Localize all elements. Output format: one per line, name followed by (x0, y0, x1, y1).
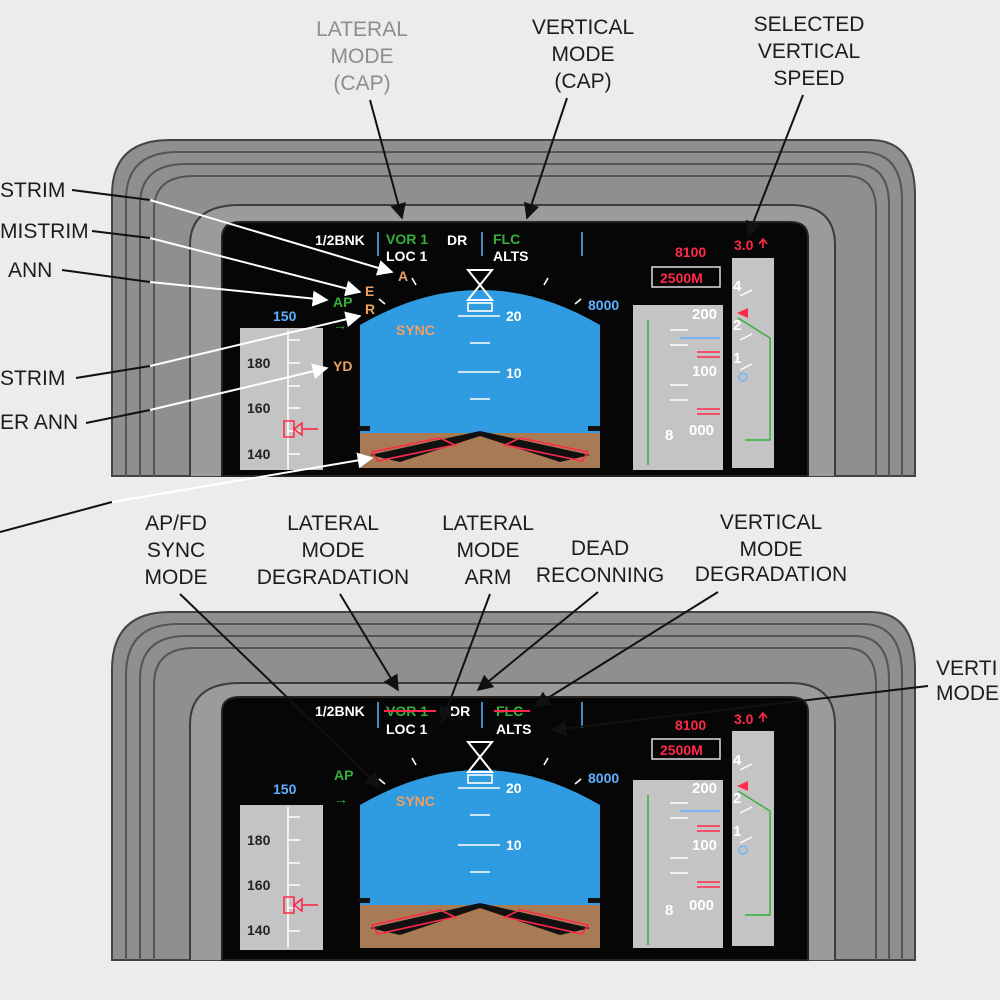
selected-vs-bug-icon (737, 781, 748, 791)
pitch-scale-label: 10 (506, 837, 522, 853)
autopilot-annunciation: AP (333, 294, 352, 310)
aileron-mistrim-annunciation: A (398, 268, 408, 284)
callout-lateral-mode-arm: LATERAL (442, 512, 534, 535)
altitude-tick-label: 000 (689, 897, 714, 914)
callout-ap-fd-sync-mode: AP/FD (145, 512, 207, 535)
altitude-tick-label: 000 (689, 422, 714, 439)
autopilot-annunciation: AP (334, 767, 353, 783)
callout-ap-fd-sync-mode: MODE (145, 566, 208, 589)
callout-lateral-mode-degradation: MODE (302, 539, 365, 562)
callout-dead-reconning: RECONNING (536, 564, 664, 587)
callout-selected-vertical-speed: VERTICAL (758, 40, 860, 63)
ap-coupling-arrow: → (334, 791, 348, 807)
baro-minimums-readout: 2500M (660, 270, 703, 286)
altitude-tick-label: 100 (692, 837, 717, 854)
callout-left-edge: STRIM (0, 367, 65, 390)
callout-vertical-mode-degradation: MODE (740, 538, 803, 561)
selected-airspeed-readout: 150 (273, 781, 297, 797)
callout-left-edge: ER ANN (0, 411, 78, 434)
callout-vertical-mode-cap: VERTICAL (532, 16, 634, 39)
vertical-mode-armed: ALTS (496, 721, 532, 737)
vs-tick-label: 1 (733, 350, 741, 367)
vertical-mode-armed: ALTS (493, 248, 529, 264)
top-display-screen: 1/2BNK VOR 1 LOC 1 DR FLC ALTS 8100 2500… (240, 231, 774, 470)
callout-lateral-mode-cap: LATERAL (316, 18, 408, 41)
vs-tick-label: 1 (733, 823, 741, 840)
callout-left-edge: ANN (8, 259, 52, 282)
altitude-thousands-digit: 8 (665, 902, 673, 919)
selected-vertical-speed-readout: 3.0 (734, 237, 754, 253)
callout-ap-fd-sync-mode: SYNC (147, 539, 205, 562)
callout-lateral-mode-arm: MODE (457, 539, 520, 562)
altitude-tick-label: 100 (692, 363, 717, 380)
vs-tick-label: 2 (733, 790, 741, 807)
pitch-scale-label: 20 (506, 308, 522, 324)
speed-tick-label: 180 (247, 832, 271, 848)
callout-lateral-mode-degradation: LATERAL (287, 512, 379, 535)
selected-airspeed-readout: 150 (273, 308, 297, 324)
pitch-scale-label: 20 (506, 780, 522, 796)
altitude-top-readout: 8000 (588, 770, 619, 786)
dead-reckoning-annunciation: DR (447, 232, 467, 248)
callout-vertical-mode-degradation: DEGRADATION (695, 563, 847, 586)
dead-reckoning-annunciation: DR (450, 703, 470, 719)
selected-altitude-readout: 8100 (675, 717, 706, 733)
roll-pointer-icon (465, 741, 495, 773)
selected-vertical-speed-readout: 3.0 (734, 711, 754, 727)
callout-selected-vertical-speed: SELECTED (754, 13, 865, 36)
altitude-tick-label: 200 (692, 306, 717, 323)
callout-right-edge: VERTI (936, 657, 997, 680)
callout-vertical-mode-cap: (CAP) (554, 70, 611, 93)
callout-lateral-mode-cap: MODE (331, 45, 394, 68)
altitude-top-readout: 8000 (588, 297, 619, 313)
callout-dead-reconning: DEAD (571, 537, 629, 560)
attitude-indicator (360, 290, 600, 468)
lateral-mode-active: VOR 1 (386, 231, 428, 247)
bank-limit-annunciation: 1/2BNK (315, 232, 365, 248)
bank-limit-annunciation: 1/2BNK (315, 703, 365, 719)
pitch-scale-label: 10 (506, 365, 522, 381)
callout-vertical-mode-cap: MODE (552, 43, 615, 66)
vs-tick-label: 4 (733, 278, 742, 295)
callout-lateral-mode-cap: (CAP) (333, 72, 390, 95)
speed-tick-label: 140 (247, 922, 271, 938)
callout-lateral-mode-degradation: DEGRADATION (257, 566, 409, 589)
vs-tick-label: 2 (733, 317, 741, 334)
ap-fd-sync-annunciation: SYNC (396, 322, 435, 338)
callout-left-edge: MISTRIM (0, 220, 89, 243)
speed-tick-label: 160 (247, 877, 271, 893)
lateral-mode-armed: LOC 1 (386, 248, 427, 264)
callout-lateral-mode-arm: ARM (465, 566, 512, 589)
roll-pointer-icon (465, 269, 495, 301)
attitude-indicator (360, 770, 600, 948)
vs-tick-label: 4 (733, 752, 742, 769)
selected-altitude-readout: 8100 (675, 244, 706, 260)
elevator-mistrim-annunciation: E (365, 283, 374, 299)
baro-minimums-readout: 2500M (660, 742, 703, 758)
speed-tick-label: 160 (247, 400, 271, 416)
lateral-mode-armed: LOC 1 (386, 721, 427, 737)
yaw-damper-annunciation: YD (333, 358, 352, 374)
callout-labels: LATERAL MODE (CAP) VERTICAL MODE (CAP) S… (0, 13, 999, 705)
rudder-mistrim-annunciation: R (365, 301, 375, 317)
callout-selected-vertical-speed: SPEED (773, 67, 844, 90)
bottom-display-screen: 1/2BNK VOR 1 LOC 1 DR FLC ALTS 8100 2500… (240, 702, 774, 950)
callout-left-edge: STRIM (0, 179, 65, 202)
selected-vs-bug-icon (737, 308, 748, 318)
speed-tick-label: 180 (247, 355, 271, 371)
altitude-tick-label: 200 (692, 780, 717, 797)
speed-tick-label: 140 (247, 446, 271, 462)
leader-lines (0, 94, 929, 789)
ap-fd-sync-annunciation: SYNC (396, 793, 435, 809)
callout-vertical-mode-degradation: VERTICAL (720, 511, 822, 534)
vertical-mode-active: FLC (493, 231, 520, 247)
callout-right-edge: MODE (936, 682, 999, 705)
altitude-thousands-digit: 8 (665, 427, 673, 444)
